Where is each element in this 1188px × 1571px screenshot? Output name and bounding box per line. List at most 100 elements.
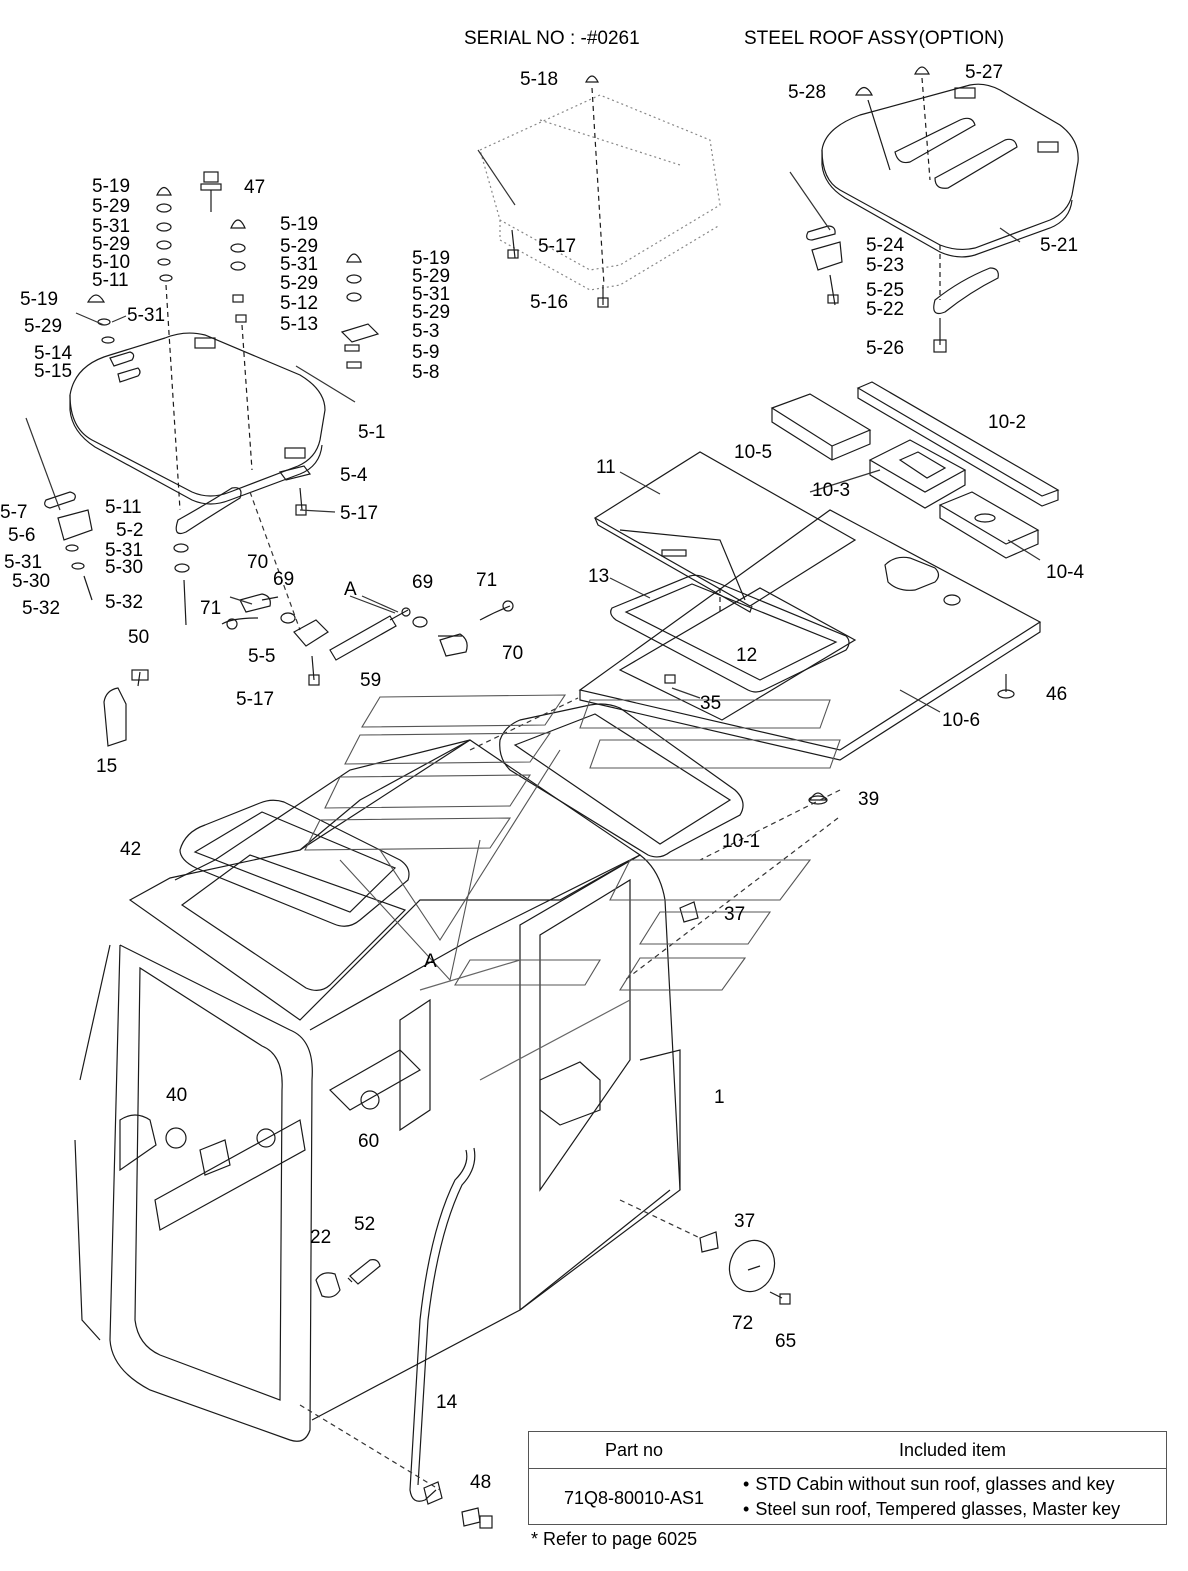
stack-left-2 xyxy=(230,219,253,471)
stack-left-3 xyxy=(340,253,380,369)
sunroof-left xyxy=(69,332,326,505)
callout-5-9: 5-9 xyxy=(412,342,439,363)
callout-71: 71 xyxy=(476,570,497,591)
pad-10-5 xyxy=(770,393,872,461)
callout-5-29: 5-29 xyxy=(92,234,130,255)
bolt-5-27 xyxy=(914,66,931,181)
stack-left-1 xyxy=(156,186,181,511)
callout-5-17: 5-17 xyxy=(236,689,274,710)
callout-A: A xyxy=(344,579,357,600)
callout-5-31: 5-31 xyxy=(4,552,42,573)
included-items-list: STD Cabin without sun roof, glasses and … xyxy=(743,1474,1120,1524)
callout-5-2: 5-2 xyxy=(116,520,143,541)
steel-roof-panel xyxy=(821,83,1079,258)
pad-10-4 xyxy=(938,491,1040,559)
bolt-65 xyxy=(769,1291,791,1305)
roof-plate-10-6 xyxy=(578,509,1042,761)
callout-5-11: 5-11 xyxy=(92,270,129,291)
gas-spring-59 xyxy=(329,607,411,661)
callout-5-31: 5-31 xyxy=(127,305,165,326)
bolt-5-17-top xyxy=(507,229,519,259)
callout-5-29: 5-29 xyxy=(24,316,62,337)
included-item: Steel sun roof, Tempered glasses, Master… xyxy=(743,1499,1120,1520)
callout-labels: 5-18 5-17 5-16 5-27 5-28 5-24 5-23 5-21 … xyxy=(0,62,1084,1493)
callout-10-3: 10-3 xyxy=(812,480,850,501)
callout-5-17: 5-17 xyxy=(340,503,378,524)
parts-table-header: Part no Included item xyxy=(529,1432,1166,1469)
callout-5-13: 5-13 xyxy=(280,314,318,335)
washer-69b xyxy=(412,616,428,628)
handle-left xyxy=(173,487,242,626)
callout-70: 70 xyxy=(502,643,523,664)
watermark xyxy=(304,694,841,991)
callout-11: 11 xyxy=(596,457,616,478)
callout-13: 13 xyxy=(588,566,609,587)
callout-12: 12 xyxy=(736,645,757,666)
callout-69: 69 xyxy=(273,569,294,590)
pin-22 xyxy=(315,1272,341,1298)
cover-72 xyxy=(728,1239,776,1293)
handle-5-22 xyxy=(933,267,999,353)
callout-5-19: 5-19 xyxy=(92,176,130,197)
callout-5-21: 5-21 xyxy=(1040,235,1078,256)
callout-14: 14 xyxy=(436,1392,458,1413)
callout-5-11: 5-11 xyxy=(105,497,142,518)
serial-header: SERIAL NO : -#0261 xyxy=(464,28,640,49)
callout-5-1: 5-1 xyxy=(358,422,385,443)
bolt-5-18 xyxy=(585,75,605,286)
callout-65: 65 xyxy=(775,1331,796,1352)
hinge-left xyxy=(44,491,93,601)
callout-5-19: 5-19 xyxy=(412,248,450,269)
callout-10-6: 10-6 xyxy=(942,710,980,731)
callout-59: 59 xyxy=(360,670,381,691)
parts-table: Part no Included item 71Q8-80010-AS1 STD… xyxy=(528,1431,1167,1525)
callout-A: A xyxy=(424,951,437,972)
callout-39: 39 xyxy=(858,789,879,810)
callout-5-10: 5-10 xyxy=(92,252,130,273)
bolt-39 xyxy=(808,792,828,805)
handrail-14 xyxy=(409,1147,476,1505)
bracket-5-5 xyxy=(293,619,329,686)
callout-10-2: 10-2 xyxy=(988,412,1026,433)
callout-15: 15 xyxy=(96,756,117,777)
part-number: 71Q8-80010-AS1 xyxy=(563,1488,705,1508)
callout-52: 52 xyxy=(354,1214,375,1235)
callout-5-28: 5-28 xyxy=(788,82,826,103)
bolt-37a xyxy=(679,901,699,923)
callout-69: 69 xyxy=(412,572,433,593)
bolt-48 xyxy=(461,1507,493,1529)
callout-22: 22 xyxy=(310,1227,331,1248)
seal-10-2 xyxy=(856,381,1060,507)
callout-5-17: 5-17 xyxy=(538,236,576,257)
callout-37: 37 xyxy=(724,904,745,925)
glass-11 xyxy=(593,451,857,613)
callout-70: 70 xyxy=(247,552,268,573)
callout-5-14: 5-14 xyxy=(34,343,72,364)
callout-10-5: 10-5 xyxy=(734,442,772,463)
callout-40: 40 xyxy=(166,1085,187,1106)
cabin-frame xyxy=(74,703,744,1442)
callout-10-1: 10-1 xyxy=(722,831,760,852)
callout-60: 60 xyxy=(358,1131,379,1152)
callout-46: 46 xyxy=(1046,684,1067,705)
bolt-5-28 xyxy=(854,86,891,171)
callout-5-26: 5-26 xyxy=(866,338,904,359)
callout-35: 35 xyxy=(700,693,721,714)
callout-5-31: 5-31 xyxy=(105,540,143,561)
callout-5-4: 5-4 xyxy=(340,465,368,486)
callout-47: 47 xyxy=(244,177,265,198)
callout-48: 48 xyxy=(470,1472,491,1493)
callout-5-29: 5-29 xyxy=(412,302,450,323)
included-item: STD Cabin without sun roof, glasses and … xyxy=(743,1474,1120,1495)
steel-roof-header: STEEL ROOF ASSY(OPTION) xyxy=(744,28,1004,49)
footnote: * Refer to page 6025 xyxy=(531,1529,698,1549)
bolt-5-16 xyxy=(597,285,609,308)
callout-5-30: 5-30 xyxy=(12,571,50,592)
callout-5-29: 5-29 xyxy=(92,196,130,217)
bolt-46 xyxy=(997,674,1015,699)
callout-5-30: 5-30 xyxy=(105,557,143,578)
callout-5-23: 5-23 xyxy=(866,255,904,276)
callout-50: 50 xyxy=(128,627,149,648)
